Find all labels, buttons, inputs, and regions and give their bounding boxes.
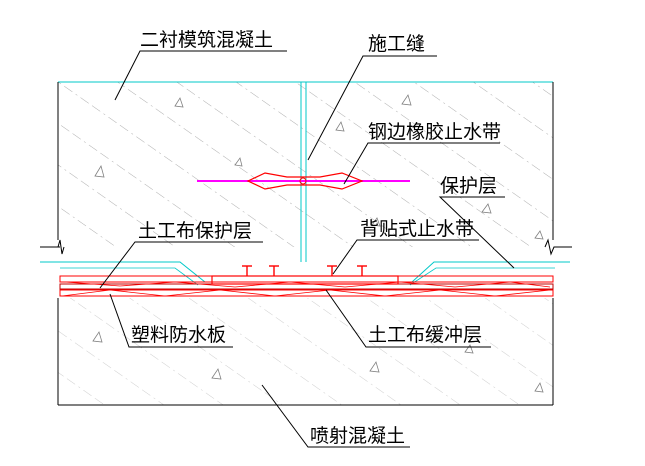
leader-lines (99, 50, 515, 448)
label-back-attached-waterstop: 背贴式止水带 (360, 218, 474, 240)
label-secondary-lining: 二衬模筑混凝土 (140, 29, 273, 51)
construction-joint-lines (300, 82, 307, 262)
label-geotextile-protective-layer: 土工布保护层 (138, 220, 252, 242)
break-line-right (544, 238, 572, 256)
break-line-left (40, 239, 65, 255)
label-geotextile-buffer-layer: 土工布缓冲层 (368, 324, 482, 346)
label-plastic-waterproof-board: 塑料防水板 (131, 324, 226, 346)
aggregate-marks (92, 94, 544, 393)
shotcrete-block (57, 298, 554, 406)
label-steel-edge-waterstop: 钢边橡胶止水带 (368, 121, 501, 143)
label-protective-layer: 保护层 (440, 175, 497, 197)
label-construction-joint: 施工缝 (368, 33, 425, 55)
waterproof-layers (59, 275, 554, 297)
back-attached-waterstop (211, 265, 399, 285)
steel-edge-waterstop (197, 172, 410, 190)
label-shotcrete: 喷射混凝土 (310, 425, 405, 447)
labels: 二衬模筑混凝土 施工缝 钢边橡胶止水带 保护层 土工布保护层 背贴式止水带 塑料… (131, 29, 501, 447)
